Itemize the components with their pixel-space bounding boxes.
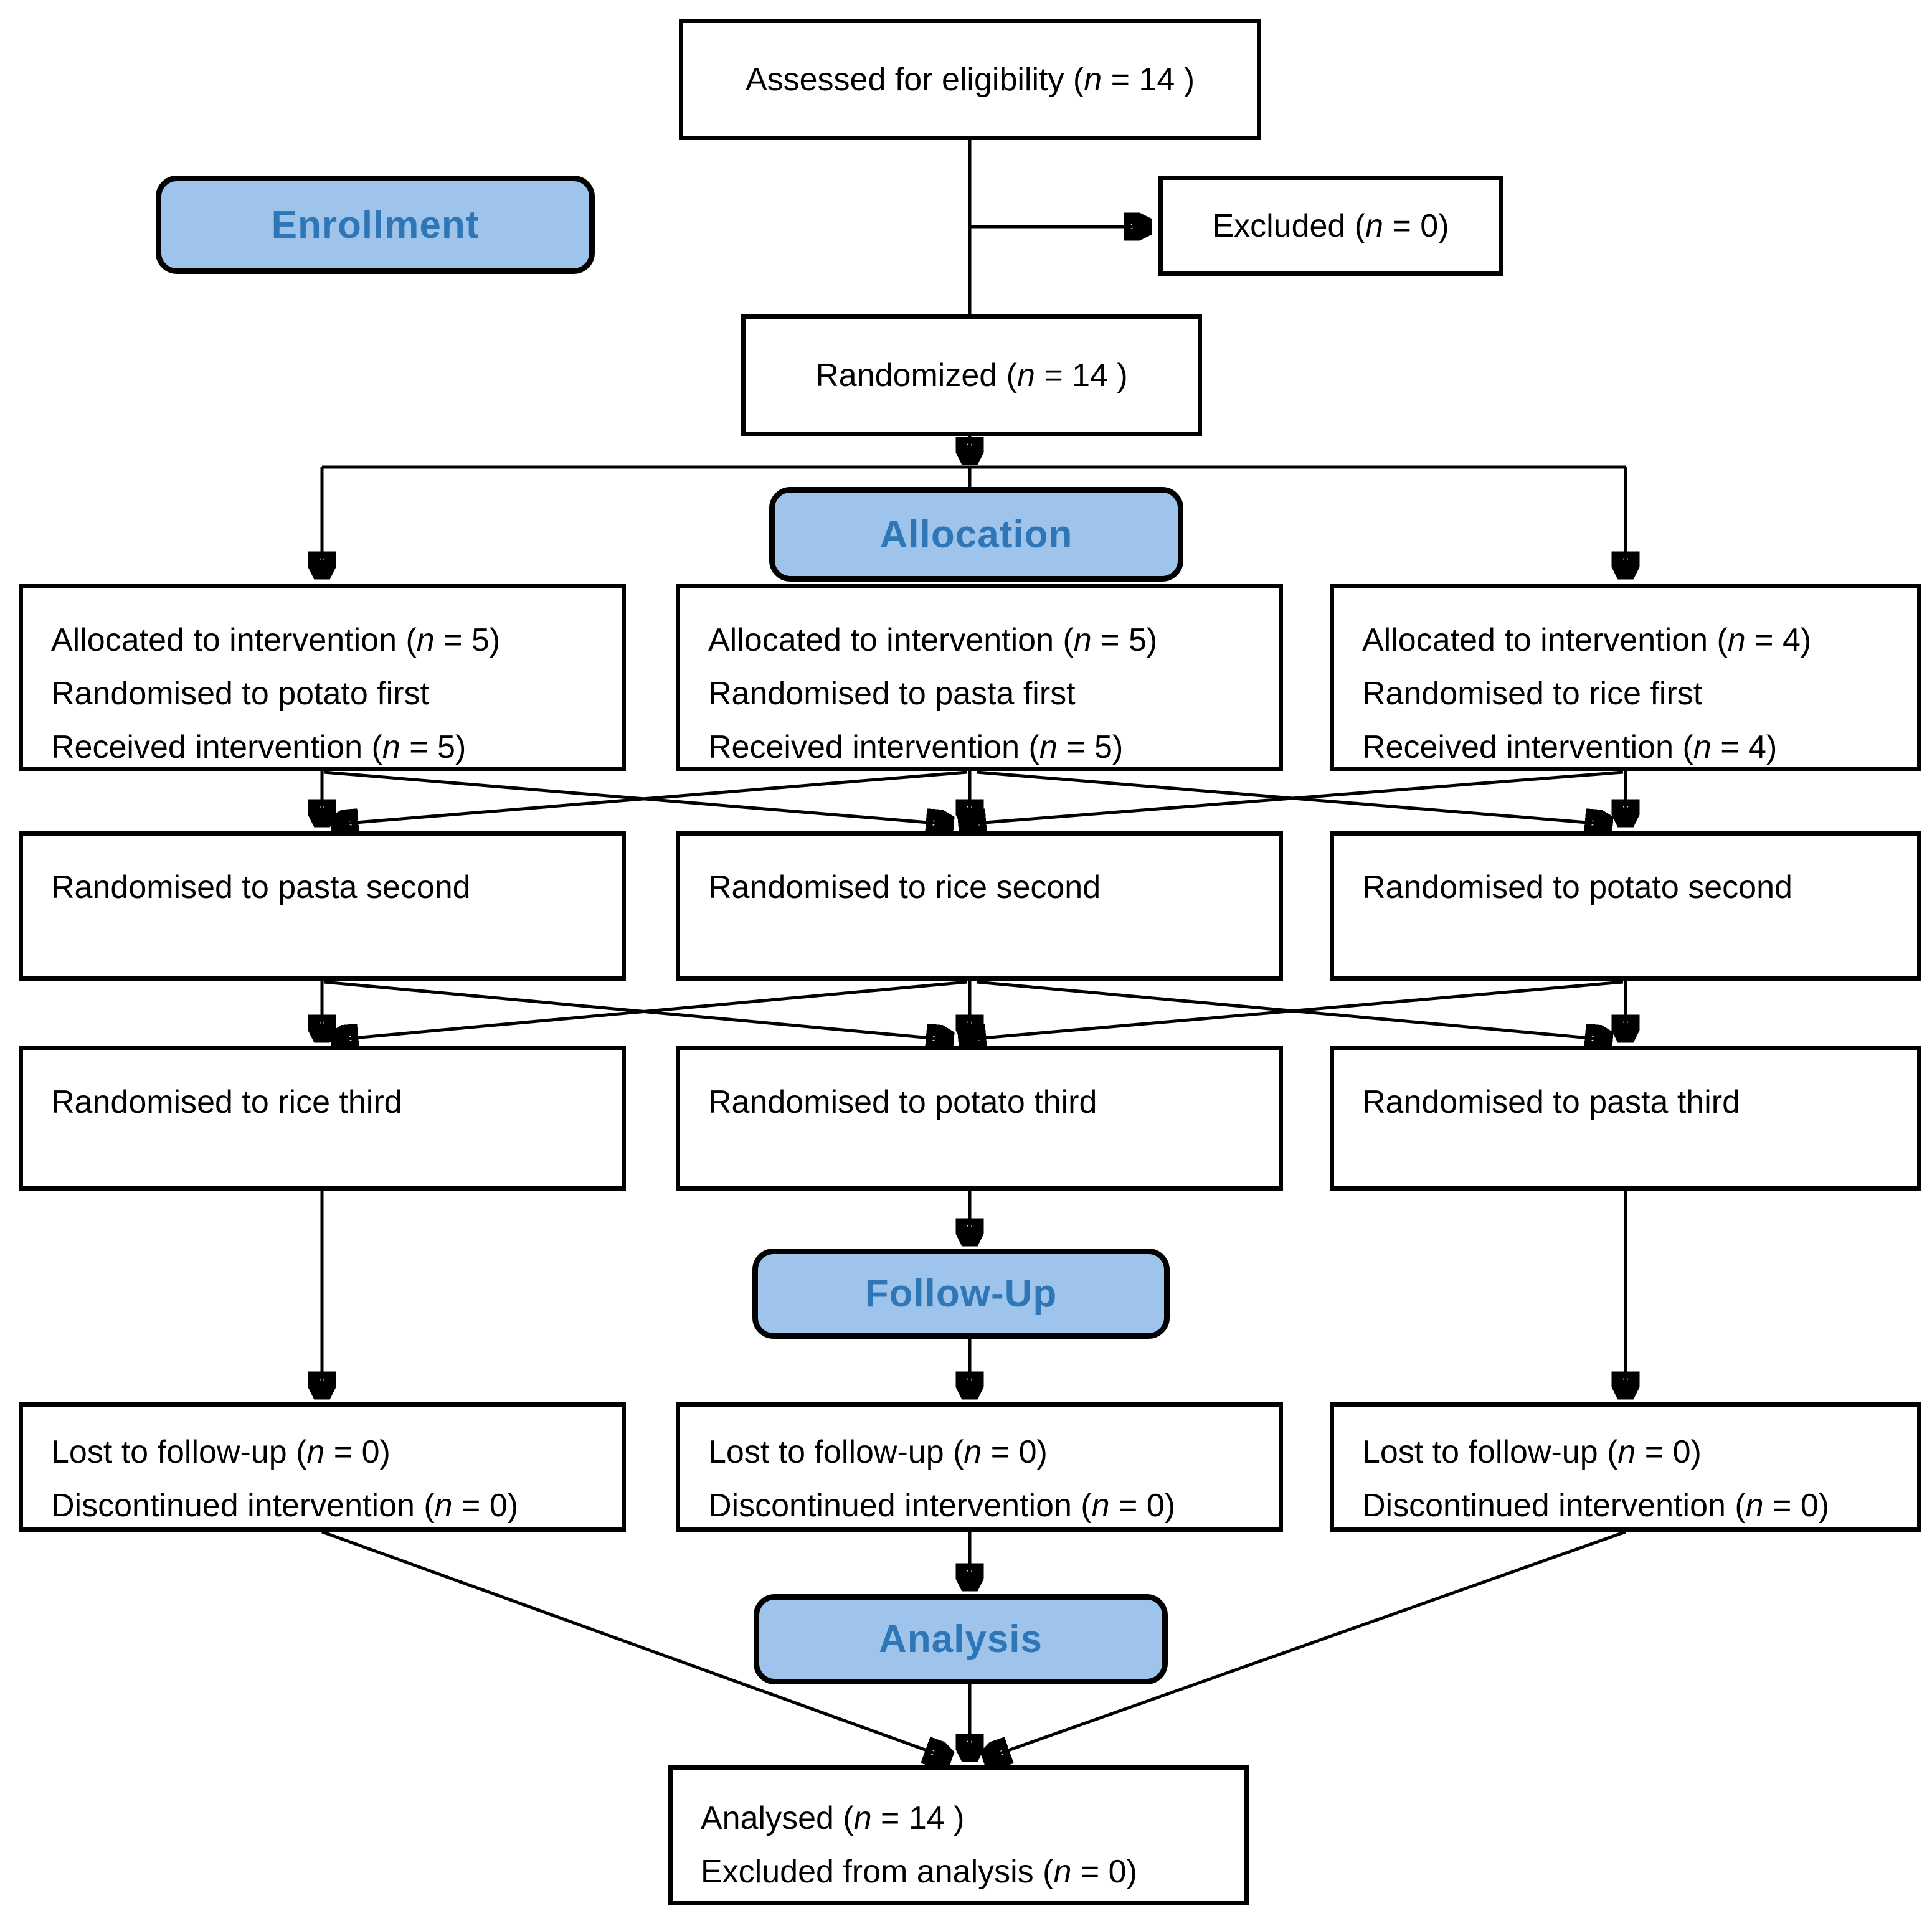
randomized-label: Randomized (n = 14 ) bbox=[815, 357, 1128, 394]
alloc3-line1: Allocated to intervention (n = 4) bbox=[1362, 622, 1812, 658]
arrow-r1c2-r2c1 bbox=[333, 770, 968, 824]
alloc2-line2: Randomised to pasta first bbox=[708, 676, 1076, 712]
second2-label: Randomised to rice second bbox=[708, 869, 1101, 905]
stage-badge-followup: Follow-Up bbox=[752, 1249, 1170, 1339]
allocation-box-pasta-first: Allocated to intervention (n = 5) Random… bbox=[676, 584, 1283, 771]
enrollment-badge-label: Enrollment bbox=[271, 203, 480, 247]
allocation-badge-label: Allocation bbox=[879, 512, 1073, 556]
alloc2-line1: Allocated to intervention (n = 5) bbox=[708, 622, 1158, 658]
stage-badge-allocation: Allocation bbox=[769, 487, 1183, 582]
third1-label: Randomised to rice third bbox=[51, 1084, 402, 1120]
alloc1-line3: Received intervention (n = 5) bbox=[51, 729, 466, 765]
assessed-box: Assessed for eligibility (n = 14 ) bbox=[679, 19, 1261, 140]
final-line1: Analysed (n = 14 ) bbox=[701, 1800, 965, 1836]
followup-box-3: Lost to follow-up (n = 0) Discontinued i… bbox=[1330, 1402, 1921, 1532]
second3-label: Randomised to potato second bbox=[1362, 869, 1792, 905]
followup-box-2: Lost to follow-up (n = 0) Discontinued i… bbox=[676, 1402, 1283, 1532]
fu3-line2: Discontinued intervention (n = 0) bbox=[1362, 1488, 1830, 1524]
arrow-fu1-final bbox=[321, 1530, 949, 1758]
stage-badge-analysis: Analysis bbox=[754, 1594, 1168, 1684]
alloc1-line2: Randomised to potato first bbox=[51, 676, 429, 712]
fu3-line1: Lost to follow-up (n = 0) bbox=[1362, 1434, 1702, 1470]
analysed-box: Analysed (n = 14 ) Excluded from analysi… bbox=[668, 1765, 1249, 1905]
stage-badge-enrollment: Enrollment bbox=[156, 176, 595, 274]
excluded-label: Excluded (n = 0) bbox=[1212, 207, 1449, 244]
fu1-line1: Lost to follow-up (n = 0) bbox=[51, 1434, 391, 1470]
alloc3-line3: Received intervention (n = 4) bbox=[1362, 729, 1778, 765]
allocation-box-potato-first: Allocated to intervention (n = 5) Random… bbox=[19, 584, 626, 771]
final-line2: Excluded from analysis (n = 0) bbox=[701, 1854, 1137, 1890]
excluded-box: Excluded (n = 0) bbox=[1158, 176, 1503, 276]
arrow-r1c3-r2c2 bbox=[961, 770, 1624, 824]
second1-label: Randomised to pasta second bbox=[51, 869, 471, 905]
third2-label: Randomised to potato third bbox=[708, 1084, 1097, 1120]
assessed-label: Assessed for eligibility (n = 14 ) bbox=[745, 61, 1195, 98]
allocation-box-rice-first: Allocated to intervention (n = 4) Random… bbox=[1330, 584, 1921, 771]
second-box-pasta: Randomised to pasta second bbox=[19, 831, 626, 981]
second-box-rice: Randomised to rice second bbox=[676, 831, 1283, 981]
second-box-potato: Randomised to potato second bbox=[1330, 831, 1921, 981]
third-box-rice: Randomised to rice third bbox=[19, 1046, 626, 1191]
followup-box-1: Lost to follow-up (n = 0) Discontinued i… bbox=[19, 1402, 626, 1532]
randomized-box: Randomized (n = 14 ) bbox=[741, 314, 1202, 436]
fu2-line1: Lost to follow-up (n = 0) bbox=[708, 1434, 1048, 1470]
third-box-pasta: Randomised to pasta third bbox=[1330, 1046, 1921, 1191]
fu2-line2: Discontinued intervention (n = 0) bbox=[708, 1488, 1176, 1524]
arrow-fu3-final bbox=[985, 1530, 1626, 1758]
followup-badge-label: Follow-Up bbox=[864, 1272, 1058, 1315]
alloc2-line3: Received intervention (n = 5) bbox=[708, 729, 1124, 765]
third3-label: Randomised to pasta third bbox=[1362, 1084, 1741, 1120]
alloc1-line1: Allocated to intervention (n = 5) bbox=[51, 622, 501, 658]
alloc3-line2: Randomised to rice first bbox=[1362, 676, 1703, 712]
arrow-r2c2-r3c1 bbox=[333, 980, 968, 1040]
third-box-potato: Randomised to potato third bbox=[676, 1046, 1283, 1191]
arrow-r2c3-r3c2 bbox=[961, 980, 1624, 1040]
analysis-badge-label: Analysis bbox=[878, 1618, 1043, 1661]
fu1-line2: Discontinued intervention (n = 0) bbox=[51, 1488, 519, 1524]
